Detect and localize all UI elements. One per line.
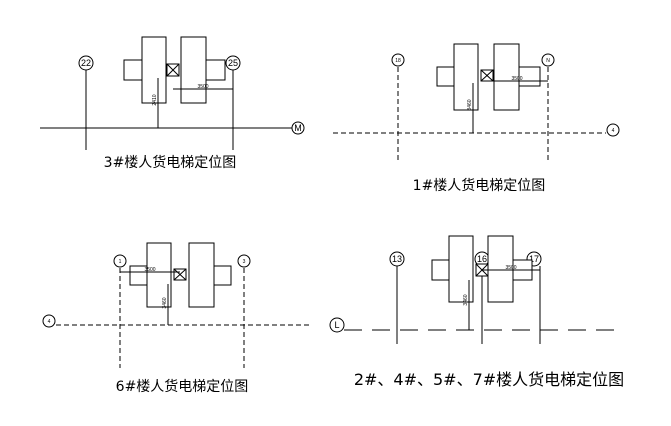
counterweight-left xyxy=(431,259,450,281)
dim-v: 3460 xyxy=(463,294,469,305)
axis-label-left: 1 xyxy=(119,259,122,265)
counterweight-left xyxy=(123,59,143,81)
cage-right xyxy=(493,43,520,111)
diagram-6: 4 1 3 3460 3500 6#楼人货电梯定位图 xyxy=(42,242,312,395)
axis-label-right: N xyxy=(546,58,550,64)
dim-v: 2410 xyxy=(152,94,158,105)
caption-3: 3#楼人货电梯定位图 xyxy=(104,154,237,171)
diagram-1: 4 18 N 3460 3500 1#楼人货电梯定位图 xyxy=(333,43,620,194)
cage-right xyxy=(188,242,215,308)
caption-2457: 2#、4#、5#、7#楼人货电梯定位图 xyxy=(354,370,624,389)
axis-label-row: 4 xyxy=(48,319,51,325)
dim-h: 3500 xyxy=(511,76,522,82)
diagram-3: M 22 25 2410 3500 3#楼人货电梯定位图 xyxy=(40,36,305,171)
axis-bubble-row xyxy=(291,121,305,135)
axis-bubble-row xyxy=(42,314,56,328)
axis-label-row: L xyxy=(334,320,339,330)
axis-label-left: 13 xyxy=(392,254,402,264)
axis-bubble-left xyxy=(113,254,127,268)
axis-label-row: M xyxy=(294,123,302,133)
counterweight-right xyxy=(205,59,226,81)
axis-label-left: 18 xyxy=(395,58,401,64)
axis-bubble-row xyxy=(606,123,620,137)
axis-bubble-row xyxy=(329,317,345,333)
axis-bubble-right xyxy=(237,254,251,268)
axis-label-left: 22 xyxy=(81,58,91,68)
caption-1: 1#楼人货电梯定位图 xyxy=(413,177,546,194)
dim-h: 3500 xyxy=(505,265,516,271)
axis-bubble-left xyxy=(389,251,405,267)
caption-6: 6#楼人货电梯定位图 xyxy=(116,378,249,395)
axis-label-right: 25 xyxy=(228,58,238,68)
axis-bubble-right xyxy=(225,55,241,71)
dim-v: 3460 xyxy=(467,99,473,110)
cage-left xyxy=(453,43,479,111)
axis-label-right: 3 xyxy=(243,259,246,265)
axis-label-row: 4 xyxy=(612,128,615,134)
cage-right xyxy=(180,36,207,104)
axis-label-right: 17 xyxy=(529,254,539,264)
dim-h: 3500 xyxy=(144,267,155,273)
counterweight-right xyxy=(213,265,232,286)
diagram-2457: L 13 16 17 3460 3500 2#、4#、5#、7#楼人货电梯定位图 xyxy=(329,235,624,389)
axis-bubble-left xyxy=(78,55,94,71)
axis-bubble-left xyxy=(391,53,405,67)
dim-h: 3500 xyxy=(197,84,208,90)
axis-label-mid: 16 xyxy=(477,254,487,264)
cage-left xyxy=(141,36,167,104)
dim-v: 3460 xyxy=(162,297,168,308)
counterweight-left xyxy=(436,66,455,87)
axis-bubble-right xyxy=(541,53,555,67)
cage-left xyxy=(146,242,172,308)
